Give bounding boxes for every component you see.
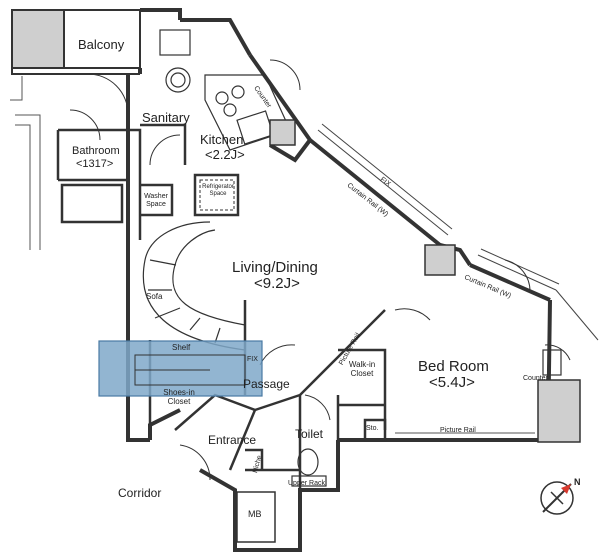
balcony-outline — [11, 9, 141, 75]
label-kitchen: Kitchen — [200, 132, 244, 147]
label-upper-rack: Upper Rack — [288, 480, 325, 487]
label-living-dining-size: <9.2J> — [254, 275, 300, 292]
label-picture-rail-bottom: Picture Rail — [440, 427, 476, 434]
label-kitchen-size: <2.2J> — [205, 147, 245, 162]
label-sofa: Sofa — [146, 292, 163, 301]
label-toilet: Toilet — [295, 427, 324, 441]
refrigerator-space — [199, 179, 235, 211]
compass-icon — [540, 481, 574, 515]
label-bathroom: Bathroom — [72, 145, 120, 157]
sanitary-fixtures — [159, 29, 191, 93]
label-washer-space: Washer Space — [144, 193, 168, 209]
label-corridor: Corridor — [118, 486, 162, 500]
door-swing — [69, 59, 571, 481]
bedroom-window-column — [424, 244, 456, 276]
counter-nub — [542, 349, 562, 376]
label-living-dining: Living/Dining — [232, 259, 318, 276]
compass-label: N — [574, 477, 581, 487]
window-band — [317, 123, 599, 341]
label-mb: MB — [248, 509, 262, 519]
label-bed-room: Bed Room — [418, 358, 489, 375]
sofa-outline — [142, 221, 246, 351]
label-balcony: Balcony — [78, 37, 125, 52]
label-entrance: Entrance — [208, 433, 257, 447]
label-bed-room-size: <5.4J> — [429, 374, 475, 391]
label-shoes-in-closet: Shoes-in Closet — [163, 388, 195, 407]
label-walk-in-closet: Walk-in Closet — [348, 360, 376, 379]
toilet-fixture — [291, 448, 327, 487]
label-sanitary: Sanitary — [142, 110, 190, 125]
outer-walls — [126, 8, 552, 552]
label-shelf: Shelf — [172, 343, 191, 352]
column-block — [11, 9, 65, 69]
label-refrigerator-space: Refrigerator Space — [202, 184, 234, 197]
shelf-highlight — [98, 340, 263, 397]
mb-box — [236, 491, 276, 543]
label-fix-passage: FIX — [247, 356, 258, 363]
kitchen-column — [269, 119, 296, 146]
bedroom-corner-column — [537, 379, 581, 443]
label-bathroom-size: <1317> — [76, 158, 114, 170]
label-counter-bedroom: Counter — [523, 375, 548, 382]
label-passage: Passage — [243, 377, 290, 391]
label-sto: Sto. — [366, 425, 379, 432]
